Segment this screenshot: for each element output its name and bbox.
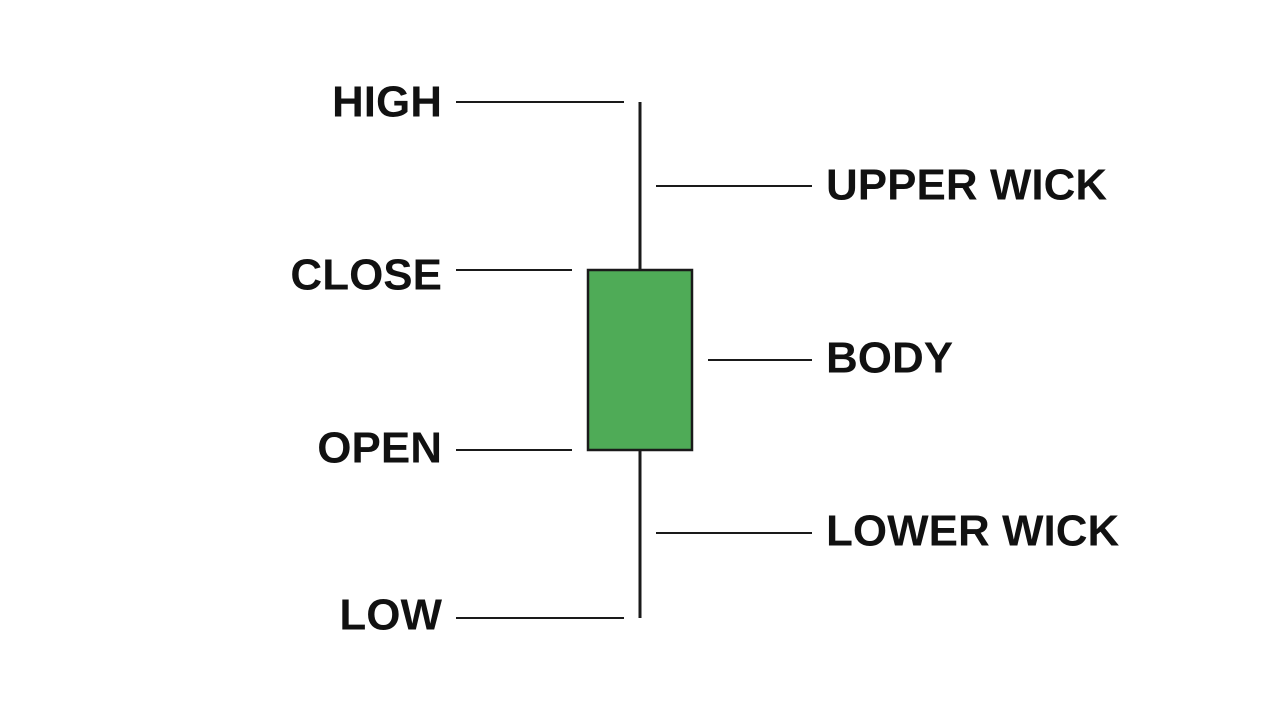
low-label: LOW — [339, 591, 442, 640]
open-label: OPEN — [317, 424, 442, 473]
candle-body — [586, 268, 694, 452]
high-label: HIGH — [332, 78, 442, 127]
body-label: BODY — [826, 334, 953, 383]
upper-wick-label: UPPER WICK — [826, 161, 1107, 210]
close-label: CLOSE — [290, 251, 442, 300]
lower-wick-label: LOWER WICK — [826, 507, 1120, 556]
